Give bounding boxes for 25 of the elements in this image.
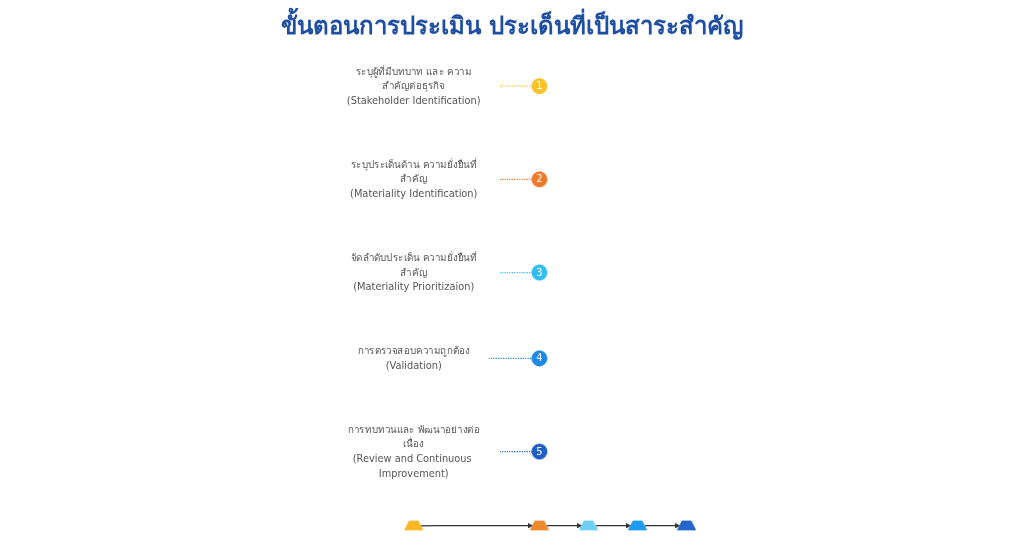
diagram-title: ขั้นตอนการประเมิน ประเด็นที่เป็นสาระสำคัญ bbox=[0, 6, 1024, 45]
connector bbox=[499, 271, 533, 273]
arrow bbox=[420, 522, 534, 528]
arrow bbox=[595, 522, 632, 528]
node-text: ระบุประเด็นด้าน ความยั่งยืนที่สำคัญ (Materiality Identification) bbox=[350, 158, 478, 200]
node-picture bbox=[404, 520, 424, 530]
node-circle: 1 bbox=[531, 77, 548, 94]
node-circle: 2 bbox=[531, 170, 548, 187]
node-text: ระบุผู้ที่มีบทบาท และ ความสำคัญต่อธุรกิจ (Stakeholder Identification) bbox=[347, 64, 481, 106]
node-picture bbox=[579, 520, 599, 530]
connector bbox=[487, 357, 533, 359]
arrow bbox=[644, 522, 681, 528]
connector bbox=[499, 450, 533, 452]
connector bbox=[499, 178, 533, 180]
node-circle: 5 bbox=[531, 443, 548, 460]
node-circle: 3 bbox=[531, 264, 548, 281]
node-picture bbox=[530, 520, 550, 530]
node-text: จัดลำดับประเด็น ความยั่งยืนที่สำคัญ (Materiality Prioritizaion) bbox=[351, 251, 477, 293]
node-picture bbox=[628, 520, 648, 530]
node-text: การตรวจสอบความถูกต้อง (Validation) bbox=[357, 344, 470, 371]
node-picture bbox=[677, 520, 697, 530]
arrow bbox=[546, 522, 583, 528]
node-text: การทบทวนและ พัฒนาอย่างต่อเนื่อง (Review and Continuous Improvement) bbox=[347, 422, 480, 479]
node-circle: 4 bbox=[531, 349, 548, 366]
connector bbox=[499, 85, 533, 87]
